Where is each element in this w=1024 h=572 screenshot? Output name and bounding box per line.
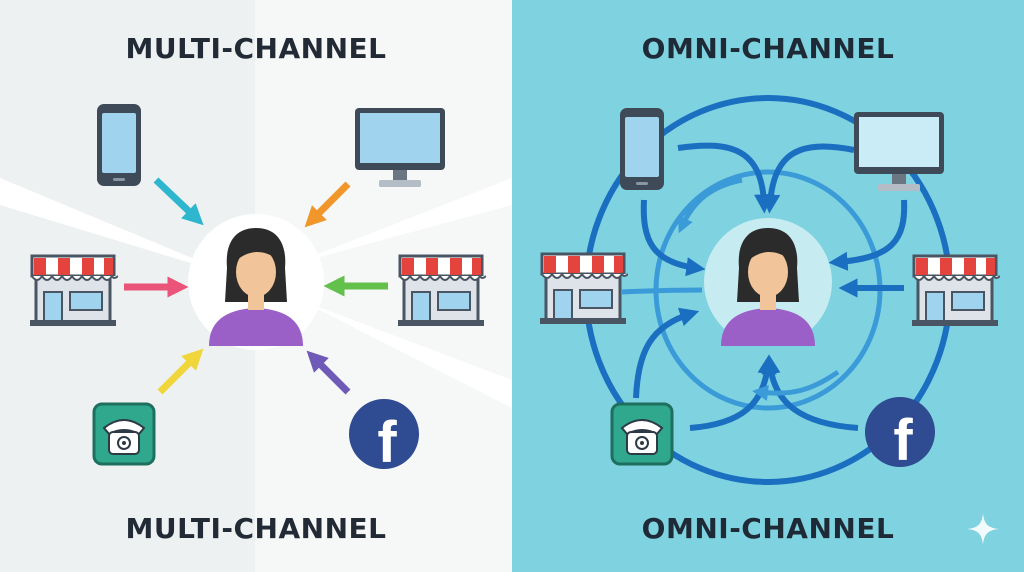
multi-channel-panel: MULTI-CHANNEL [0,0,512,572]
phone-icon [97,104,141,186]
multi-channel-caption: MULTI-CHANNEL [125,512,387,545]
phone-icon [620,108,664,190]
facebook-icon: f [865,397,935,468]
arrows-layer [124,177,388,395]
svg-text:f: f [893,408,913,468]
desktop-monitor-icon [854,112,944,191]
omni-channel-caption: OMNI-CHANNEL [641,512,895,545]
person-icon [721,228,815,346]
omni-channel-title: OMNI-CHANNEL [641,32,895,65]
storefront-icon [912,254,1000,326]
desktop-monitor-icon [355,108,445,187]
person-icon [209,228,303,346]
storefront-icon [30,254,118,326]
arrow-telephone [157,348,204,395]
arrow-phone [153,177,204,226]
telephone-icon [92,402,156,466]
omni-channel-panel: OMNI-CHANNEL [512,0,1024,572]
svg-text:f: f [377,410,397,470]
telephone-icon [610,402,674,466]
multi-channel-title: MULTI-CHANNEL [125,32,387,65]
arrow-facebook [306,350,351,395]
sparkle-icon [967,513,999,545]
storefront-icon [398,254,486,326]
storefront-icon [540,252,628,324]
arrow-monitor [304,181,351,228]
facebook-icon: f [349,399,419,470]
